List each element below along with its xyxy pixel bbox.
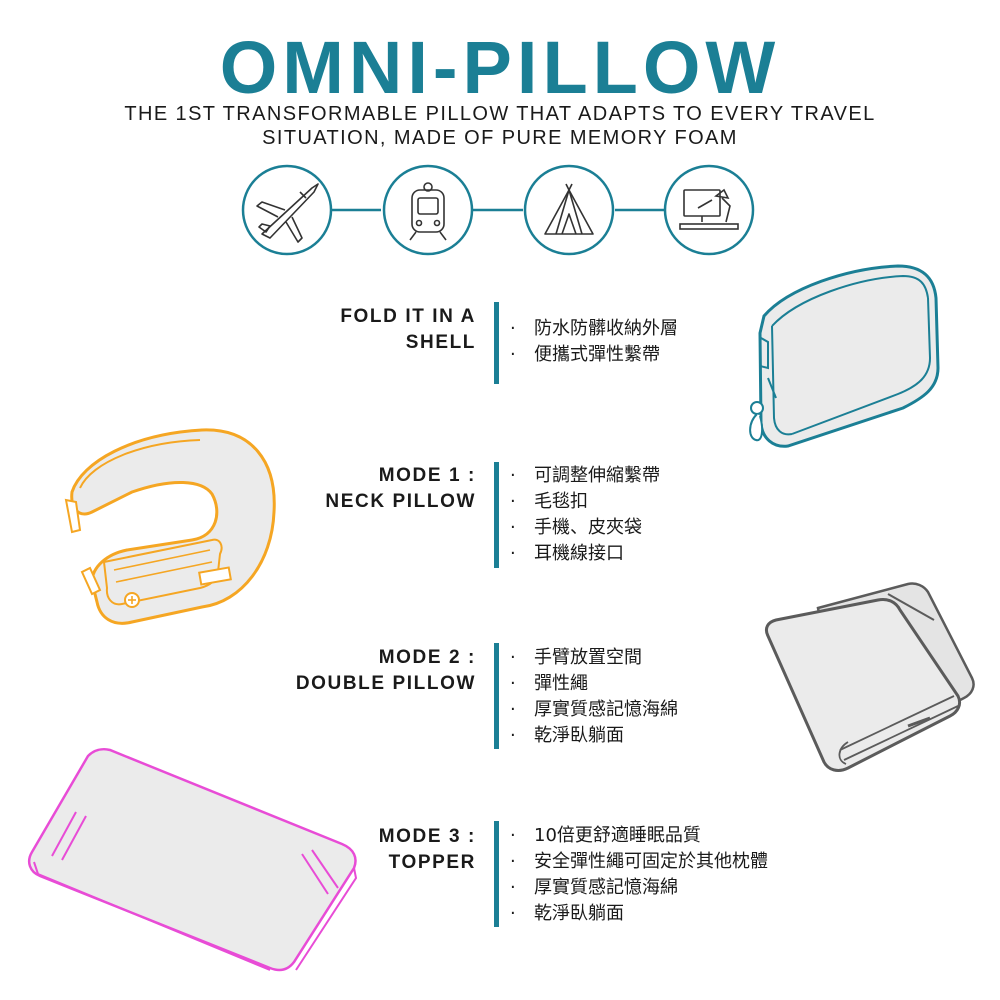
- airplane-icon: [256, 183, 319, 243]
- mode-name-neck-pillow: MODE 1 : NECK PILLOW: [325, 465, 476, 512]
- list-item: ·乾淨臥躺面: [510, 903, 624, 924]
- list-item: ·厚實質感記憶海綿: [510, 699, 678, 720]
- mode-name-double-pillow: MODE 2 : DOUBLE PILLOW: [295, 647, 476, 694]
- list-item: ·可調整伸縮繫帶: [510, 465, 660, 486]
- list-item: ·手臂放置空間: [510, 647, 642, 668]
- list-item: ·手機、皮夾袋: [510, 517, 642, 538]
- mode-divider: [494, 302, 499, 384]
- icon-circle: [523, 164, 615, 256]
- desk-lamp-computer-icon: [679, 188, 739, 230]
- feature-list-topper: ·10倍更舒適睡眠品質 ·安全彈性繩可固定於其他枕體 ·厚實質感記憶海綿 ·乾淨…: [510, 823, 768, 927]
- mode-divider: [494, 643, 499, 749]
- mode-divider: [494, 821, 499, 927]
- mode-name-shell: FOLD IT IN A SHELL: [340, 306, 476, 353]
- feature-list-neck-pillow: ·可調整伸縮繫帶 ·毛毯扣 ·手機、皮夾袋 ·耳機線接口: [510, 463, 660, 567]
- list-item: ·安全彈性繩可固定於其他枕體: [510, 851, 768, 872]
- subtitle: THE 1ST TRANSFORMABLE PILLOW THAT ADAPTS…: [100, 102, 900, 150]
- list-item: ·厚實質感記憶海綿: [510, 877, 678, 898]
- subtitle-line-2: SITUATION, MADE OF PURE MEMORY FOAM: [262, 127, 738, 149]
- list-item: ·毛毯扣: [510, 491, 588, 512]
- train-icon: [409, 182, 447, 241]
- mode-divider: [494, 462, 499, 568]
- list-item: ·耳機線接口: [510, 543, 624, 564]
- feature-list-double-pillow: ·手臂放置空間 ·彈性繩 ·厚實質感記憶海綿 ·乾淨臥躺面: [510, 645, 678, 749]
- travel-icons-row: [241, 164, 755, 256]
- tent-icon: [544, 183, 594, 235]
- double-pillow-illustration: [764, 582, 975, 772]
- list-item: ·彈性繩: [510, 673, 588, 694]
- list-item: ·防水防髒收納外層: [510, 318, 678, 339]
- subtitle-line-1: THE 1ST TRANSFORMABLE PILLOW THAT ADAPTS…: [124, 103, 876, 125]
- shell-pillow-illustration: [749, 264, 940, 448]
- neck-pillow-illustration: [64, 428, 276, 625]
- mode-name-topper: MODE 3 : TOPPER: [378, 826, 476, 873]
- icon-circle: [382, 164, 474, 256]
- page-title: OMNI-PILLOW: [219, 26, 781, 109]
- list-item: ·乾淨臥躺面: [510, 725, 624, 746]
- topper-illustration: [28, 748, 358, 972]
- icon-circle: [663, 164, 755, 256]
- feature-list-shell: ·防水防髒收納外層 ·便攜式彈性繫帶: [510, 316, 678, 368]
- list-item: ·10倍更舒適睡眠品質: [510, 825, 701, 846]
- list-item: ·便攜式彈性繫帶: [510, 344, 660, 365]
- icon-circle: [241, 164, 333, 256]
